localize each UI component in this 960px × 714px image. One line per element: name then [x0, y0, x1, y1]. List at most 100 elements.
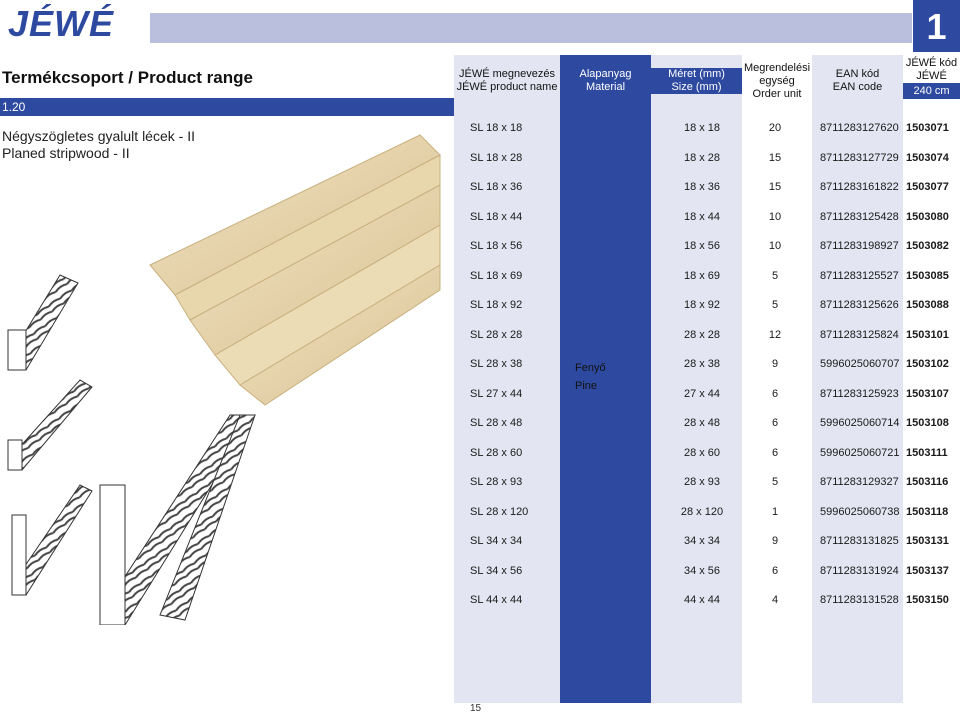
jewe-code: 1503101	[906, 328, 949, 341]
jewe-code: 1503107	[906, 387, 949, 400]
chapter-number: 1	[913, 0, 960, 52]
product-size: 18 x 28	[683, 151, 721, 164]
order-unit: 15	[768, 181, 782, 193]
order-unit: 6	[771, 446, 779, 459]
ean-code: 5996025060707	[820, 358, 900, 370]
jewe-code: 1503150	[906, 594, 949, 606]
jewe-code: 1503108	[906, 417, 949, 429]
jewe-code: 1503111	[906, 446, 948, 459]
product-name: SL 28 x 93	[470, 476, 523, 488]
order-unit: 12	[768, 328, 782, 341]
product-name: SL 18 x 92	[470, 299, 523, 311]
order-unit: 1	[771, 505, 779, 518]
product-size: 18 x 69	[683, 269, 721, 282]
product-size: 18 x 92	[683, 299, 721, 311]
product-size: 28 x 48	[683, 417, 721, 429]
jewe-code: 1503118	[906, 505, 949, 518]
ean-code: 8711283125626	[820, 299, 899, 311]
length-badge: 240 cm	[903, 83, 960, 99]
order-unit: 5	[771, 269, 779, 282]
material-en: Pine	[575, 380, 598, 392]
order-unit: 15	[768, 151, 782, 164]
jewe-code: 1503085	[906, 269, 949, 282]
jewe-code: 1503137	[906, 564, 949, 577]
product-name: SL 28 x 120	[470, 505, 529, 518]
profile-square	[7, 379, 93, 471]
product-size: 18 x 44	[683, 210, 721, 223]
order-unit: 5	[771, 476, 779, 488]
ean-code: 8711283125527	[820, 269, 899, 282]
profile-wide	[99, 414, 256, 625]
jewe-code: 1503131	[906, 535, 949, 547]
product-name: SL 18 x 69	[470, 269, 523, 282]
ean-code: 8711283125428	[820, 210, 899, 223]
product-size: 28 x 60	[683, 446, 721, 459]
order-unit: 9	[771, 358, 779, 370]
top-bar: JÉWÉ 1	[0, 0, 960, 52]
order-unit: 9	[771, 535, 779, 547]
order-unit: 5	[771, 299, 779, 311]
ean-code: 5996025060721	[820, 446, 900, 459]
table-row: SL 18 x 92 18 x 92 5 8711283125626 1503088	[0, 295, 960, 315]
product-size: 44 x 44	[683, 594, 721, 606]
product-size: 34 x 56	[683, 564, 721, 577]
section-number: 1.20	[2, 100, 26, 114]
ean-code: 8711283131528	[820, 594, 899, 606]
jewe-code: 1503102	[906, 358, 949, 370]
product-name: SL 18 x 28	[470, 151, 523, 164]
product-size: 18 x 36	[683, 181, 721, 193]
ean-code: 8711283127620	[820, 122, 899, 134]
jewe-code: 1503088	[906, 299, 949, 311]
page-title: Termékcsoport / Product range	[2, 68, 253, 87]
jewe-code: 1503082	[906, 240, 949, 252]
header-size: Méret (mm)Size (mm)	[651, 68, 742, 94]
column-ean	[812, 55, 903, 703]
order-unit: 20	[768, 122, 782, 134]
section-bar	[0, 98, 454, 116]
profile-small	[7, 274, 79, 371]
jewe-code: 1503080	[906, 210, 949, 223]
product-name: SL 44 x 44	[470, 594, 523, 606]
ean-code: 8711283198927	[820, 240, 899, 252]
jewe-code: 1503071	[906, 122, 949, 134]
product-name: SL 18 x 56	[470, 240, 523, 252]
product-size: 28 x 93	[683, 476, 721, 488]
column-name	[454, 55, 560, 703]
ean-code: 8711283131924	[820, 564, 899, 577]
jewe-code: 1503077	[906, 181, 949, 193]
column-order-unit	[742, 55, 812, 703]
product-size: 27 x 44	[683, 387, 721, 400]
product-name: SL 28 x 28	[470, 328, 523, 341]
jewe-code: 1503074	[906, 151, 949, 164]
ean-code: 8711283129327	[820, 476, 899, 488]
material-hu: Fenyő	[575, 362, 606, 374]
product-name: SL 28 x 38	[470, 358, 523, 370]
wood-illustration	[7, 134, 441, 625]
order-unit: 10	[768, 210, 782, 223]
order-unit: 6	[771, 564, 779, 577]
column-material	[560, 55, 651, 703]
ean-code: 8711283131825	[820, 535, 899, 547]
product-name: SL 18 x 36	[470, 181, 523, 193]
product-name: SL 28 x 60	[470, 446, 523, 459]
product-name: SL 28 x 48	[470, 417, 523, 429]
plank-stack-image	[149, 134, 441, 406]
category-title-hu: Négyszögletes gyalult lécek - II	[2, 128, 195, 144]
page-number-footer: 15	[470, 703, 482, 714]
header-band	[150, 13, 912, 43]
